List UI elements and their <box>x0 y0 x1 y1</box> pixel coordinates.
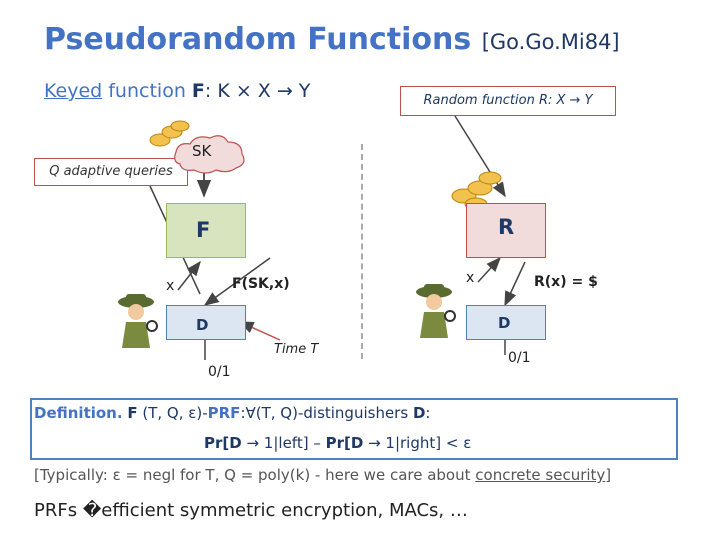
left-output: 0/1 <box>208 364 231 380</box>
r-output-arrow <box>504 261 526 307</box>
definition-prf: PRF <box>207 404 241 422</box>
f-box <box>166 203 246 258</box>
random-function-label: Random function R: X → Y <box>400 86 616 116</box>
prfs-applications: PRFs �efficient symmetric encryption, MA… <box>34 500 468 521</box>
keyed-function-label: Keyed function F: K × X → Y <box>44 80 310 102</box>
keyed-signature: : K × X → Y <box>204 80 311 102</box>
d-box-left <box>166 305 246 340</box>
sk-cloud-icon <box>174 135 245 174</box>
title-citation: [Go.Go.Mi84] <box>481 30 620 54</box>
f-output-arrow <box>203 257 271 306</box>
concrete-security: concrete security <box>475 466 606 484</box>
definition-colon: : <box>425 404 431 422</box>
definition-head: Definition. <box>34 404 123 422</box>
d-box-right <box>466 305 546 340</box>
queries-label: Q adaptive queries <box>34 158 188 186</box>
distinguisher-icon-right <box>416 284 456 338</box>
x-arrow-left <box>177 260 201 291</box>
r-box <box>466 203 546 258</box>
typically-note: [Typically: ε = negl for T, Q = poly(k) … <box>34 466 611 484</box>
time-callout <box>238 321 281 341</box>
keyed-word: Keyed <box>44 80 103 102</box>
x-arrow-right <box>477 256 502 283</box>
definition-pr1: Pr[D <box>204 434 242 452</box>
sk-label: SK <box>192 142 212 160</box>
definition-f: F <box>127 404 138 422</box>
slide-title: Pseudorandom Functions [Go.Go.Mi84] <box>44 22 620 57</box>
definition-line-2: Pr[D → 1|left] – Pr[D → 1|right] < ε <box>204 434 471 452</box>
right-output: 0/1 <box>508 350 531 366</box>
definition-line-1: Definition. F (T, Q, ε)-PRF:∀(T, Q)-dist… <box>34 404 430 422</box>
keyed-f: F <box>191 80 205 102</box>
definition-mid2: → 1|right] < ε <box>363 434 472 452</box>
definition-d: D <box>412 404 426 422</box>
distinguisher-icon-left <box>118 294 158 348</box>
f-box-label: F <box>196 218 211 242</box>
definition-box <box>30 398 678 460</box>
left-x-label: x <box>166 278 175 294</box>
coins-icon-left <box>149 120 190 147</box>
definition-rest: :∀(T, Q)-distinguishers <box>240 404 413 422</box>
definition-mid1: → 1|left] – <box>241 434 326 452</box>
divider <box>361 144 363 359</box>
r-box-label: R <box>498 215 515 239</box>
typically-text: [Typically: ε = negl for T, Q = poly(k) … <box>34 466 476 484</box>
definition-pr2: Pr[D <box>325 434 364 452</box>
r-output-text: R(x) = $ <box>534 274 598 290</box>
f-output-label: F(SK,x) <box>232 276 290 292</box>
typically-close: ] <box>605 466 612 484</box>
f-output-text: F(SK,x) <box>232 276 290 292</box>
function-word: function <box>102 80 192 102</box>
time-label: Time T <box>274 342 319 357</box>
definition-params: (T, Q, ε)- <box>137 404 208 422</box>
right-x-label: x <box>466 270 475 286</box>
d-label-right: D <box>498 314 511 332</box>
title-main: Pseudorandom Functions <box>44 22 472 57</box>
d-label-left: D <box>196 316 209 334</box>
r-output-label: R(x) = $ <box>534 274 598 290</box>
